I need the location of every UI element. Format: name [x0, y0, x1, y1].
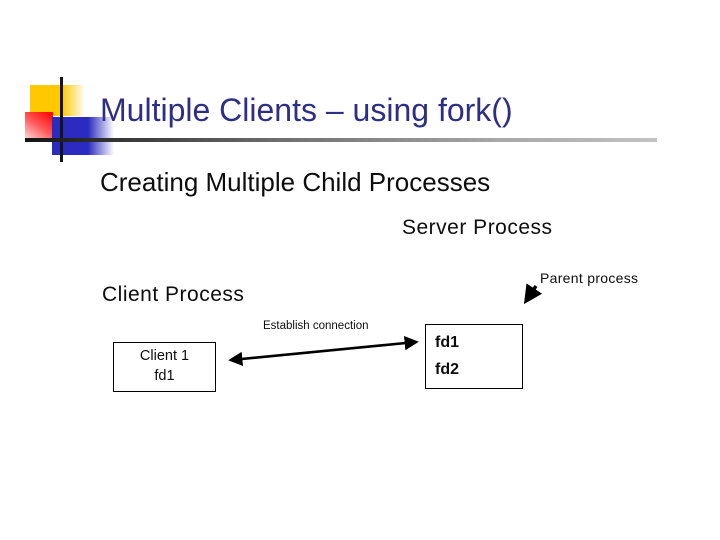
server-process-box: fd1 fd2 — [425, 324, 523, 389]
server-box-fd1: fd1 — [435, 334, 459, 352]
logo-yellow-square — [30, 85, 85, 116]
slide-title: Multiple Clients – using fork() — [100, 92, 513, 128]
logo-crosshair-vertical-line — [60, 77, 63, 162]
client-box-title: Client 1 — [139, 348, 190, 365]
client-process-box: Client 1 fd1 — [113, 342, 216, 392]
client-box-fd: fd1 — [154, 368, 175, 384]
logo-red-square — [25, 112, 53, 142]
client-process-label: Client Process — [102, 283, 245, 306]
server-process-label: Server Process — [402, 216, 553, 239]
server-box-fd2: fd2 — [435, 360, 459, 378]
slide-subtitle: Creating Multiple Child Processes — [100, 167, 491, 197]
title-underline-rule — [25, 138, 657, 142]
establish-connection-arrow-icon — [228, 335, 419, 367]
establish-connection-label: Establish connection — [263, 320, 369, 332]
parent-process-arrow-icon — [523, 283, 543, 305]
parent-process-label: Parent process — [540, 270, 639, 286]
